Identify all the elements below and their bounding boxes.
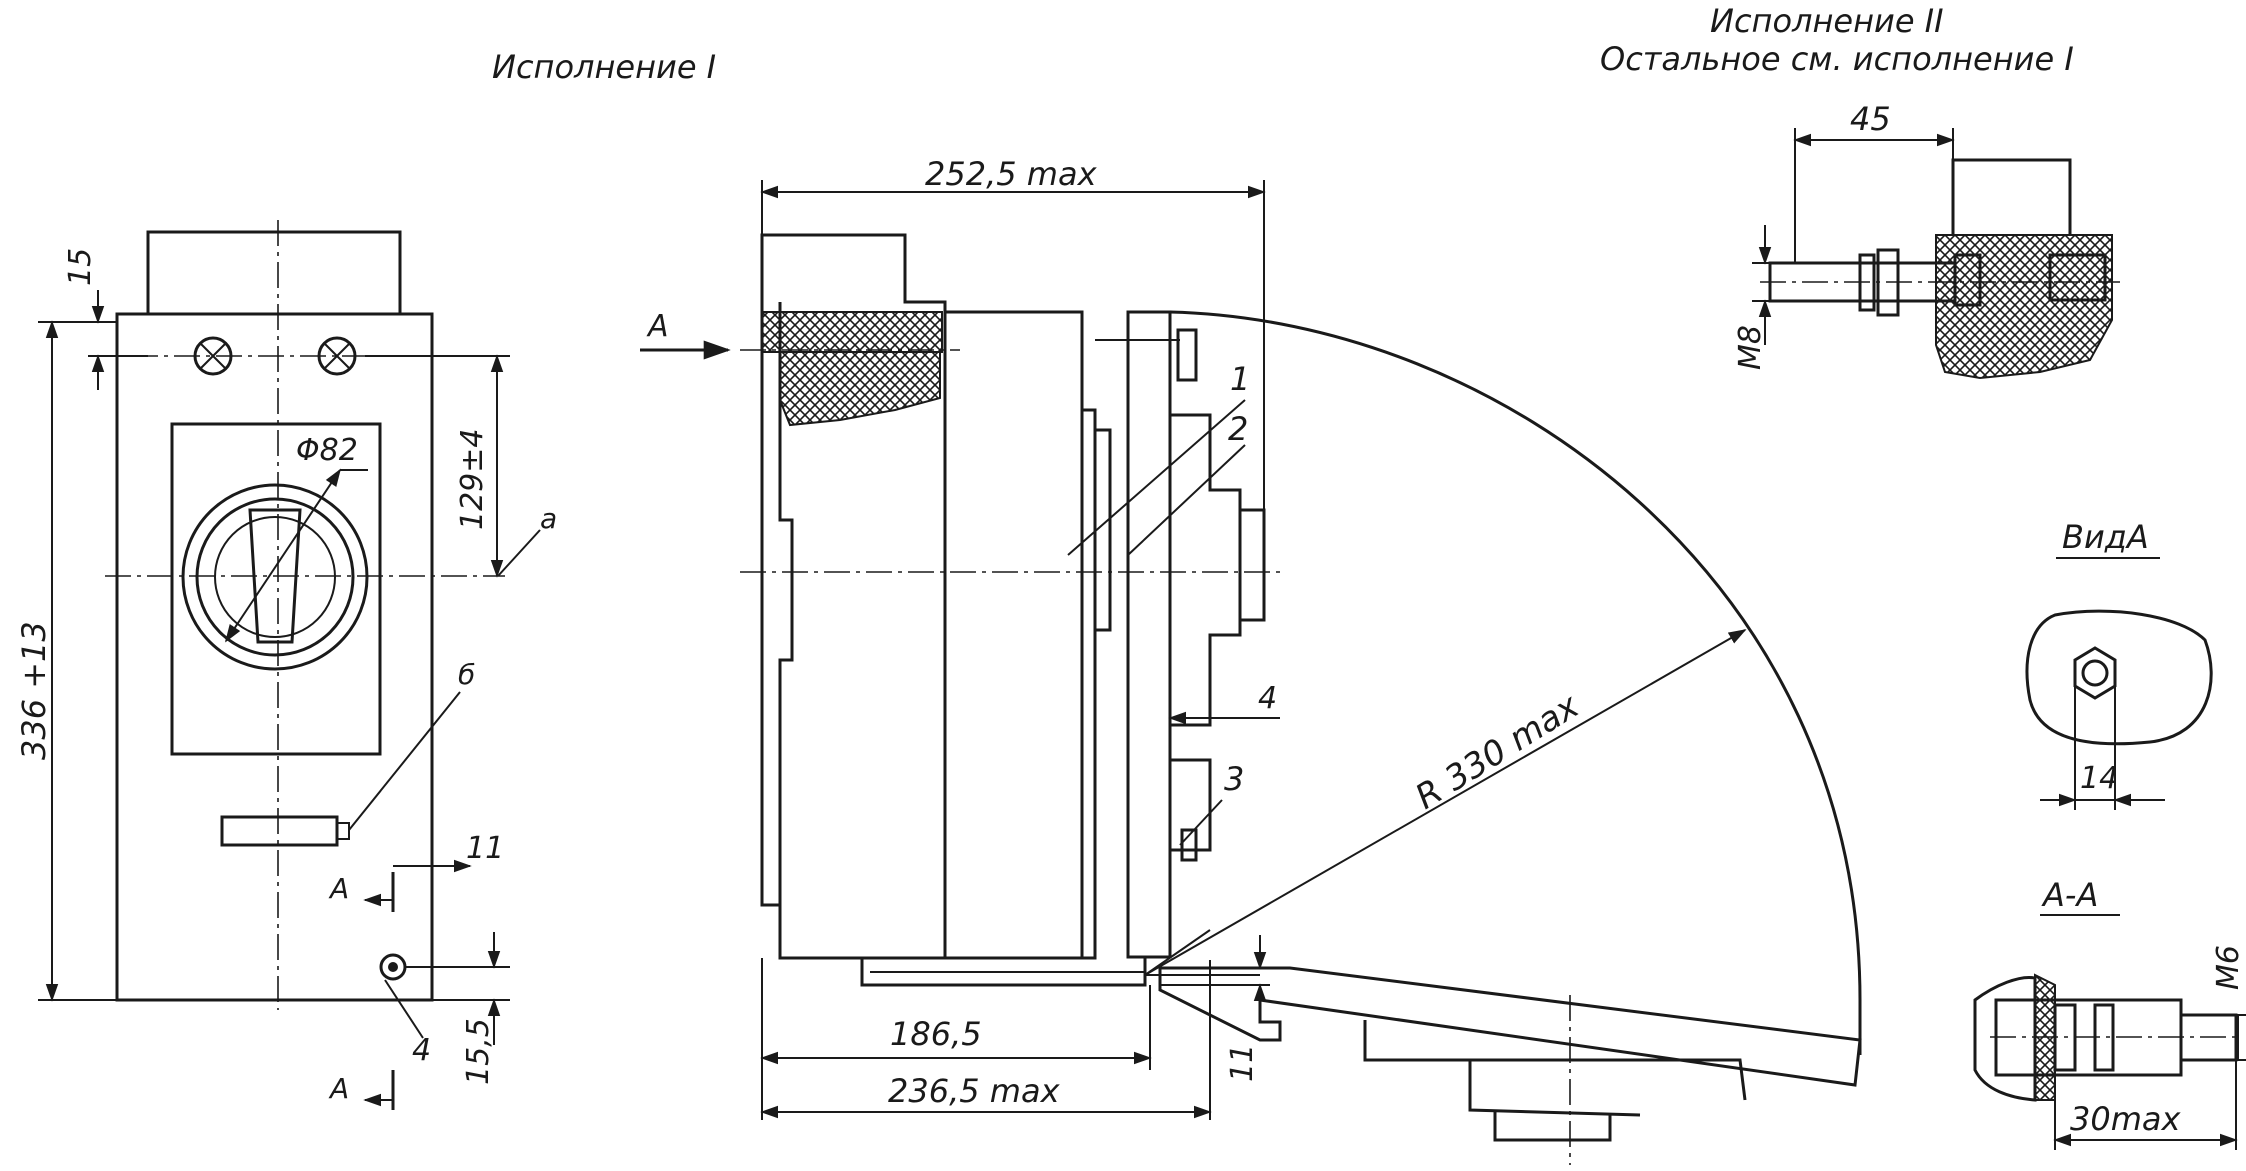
dim-45: 45 — [1850, 100, 1891, 138]
dim-m6: M6 — [2211, 945, 2246, 990]
section-aa-detail: А-А M6 30max — [1973, 876, 2246, 1150]
heading-version-2-note: Остальное см. исполнение I — [1600, 40, 2074, 78]
dim-252: 252,5 max — [925, 155, 1098, 193]
aa-wall — [1973, 975, 2037, 1102]
view-a-detail: ВидА 14 — [2025, 518, 2213, 810]
label-a: а — [540, 502, 557, 535]
side-back-steps — [778, 302, 794, 905]
dim-129: 129±4 — [455, 429, 490, 530]
side-view: 1 2 3 А R 330 max 252,5 max 186,5 236 — [640, 155, 1862, 1165]
dim-30: 30max — [2070, 1100, 2182, 1138]
front-view: Φ82 б а 4 А А 336 +13 15 — [15, 220, 557, 1110]
dim-186: 186,5 — [890, 1015, 982, 1053]
side-knob-housing — [1095, 428, 1112, 632]
side-middle-block — [945, 310, 1097, 960]
side-cable-entry-hatch — [761, 311, 943, 353]
arrow-a-label: А — [646, 309, 669, 344]
version-2-detail: 45 M8 — [1733, 100, 2120, 380]
label-4: 4 — [412, 1033, 431, 1068]
heading-version-2: Исполнение II — [1710, 2, 1944, 40]
dim-radius: R 330 max — [1409, 686, 1587, 818]
front-body — [115, 312, 434, 1002]
label-2: 2 — [1228, 410, 1248, 448]
label-3: 3 — [1224, 760, 1244, 798]
dim-15-5: 15,5 — [461, 1018, 496, 1085]
section-a-bottom: А — [328, 1072, 349, 1105]
swung-cover — [1158, 966, 1862, 1087]
dim-336: 336 +13 — [15, 621, 53, 760]
indicator-b — [220, 691, 461, 847]
view-a-outline — [2025, 609, 2213, 746]
radius-line — [1144, 629, 1747, 976]
dim-14: 14 — [2080, 761, 2118, 796]
dim-11-right: 11 — [466, 831, 504, 866]
side-dial — [1170, 413, 1242, 727]
section-a-top: А — [328, 872, 349, 905]
view-a-title: ВидА — [2062, 518, 2149, 556]
dial-panel — [170, 422, 382, 756]
screw-right — [317, 336, 357, 376]
dim-m8: M8 — [1733, 325, 1768, 370]
heading-version-1: Исполнение I — [492, 48, 716, 86]
section-aa-title: А-А — [2041, 876, 2098, 914]
section-line-aa — [363, 872, 395, 1110]
label-1: 1 — [1230, 360, 1250, 398]
swing-arc — [1169, 310, 1862, 1055]
front-top-box — [146, 230, 402, 316]
v2-housing — [1951, 158, 2072, 235]
dim-phi82: Φ82 — [296, 433, 358, 468]
leader-a — [497, 529, 541, 577]
dim-4: 4 — [1258, 681, 1277, 716]
dim-236: 236,5 max — [888, 1072, 1061, 1110]
side-front-plate — [1126, 310, 1172, 959]
screw-left — [193, 336, 233, 376]
dim-15: 15 — [63, 248, 98, 286]
dim-11-bottom: 11 — [1225, 1044, 1260, 1082]
dial-knob — [181, 468, 369, 671]
label-b: б — [458, 658, 475, 691]
